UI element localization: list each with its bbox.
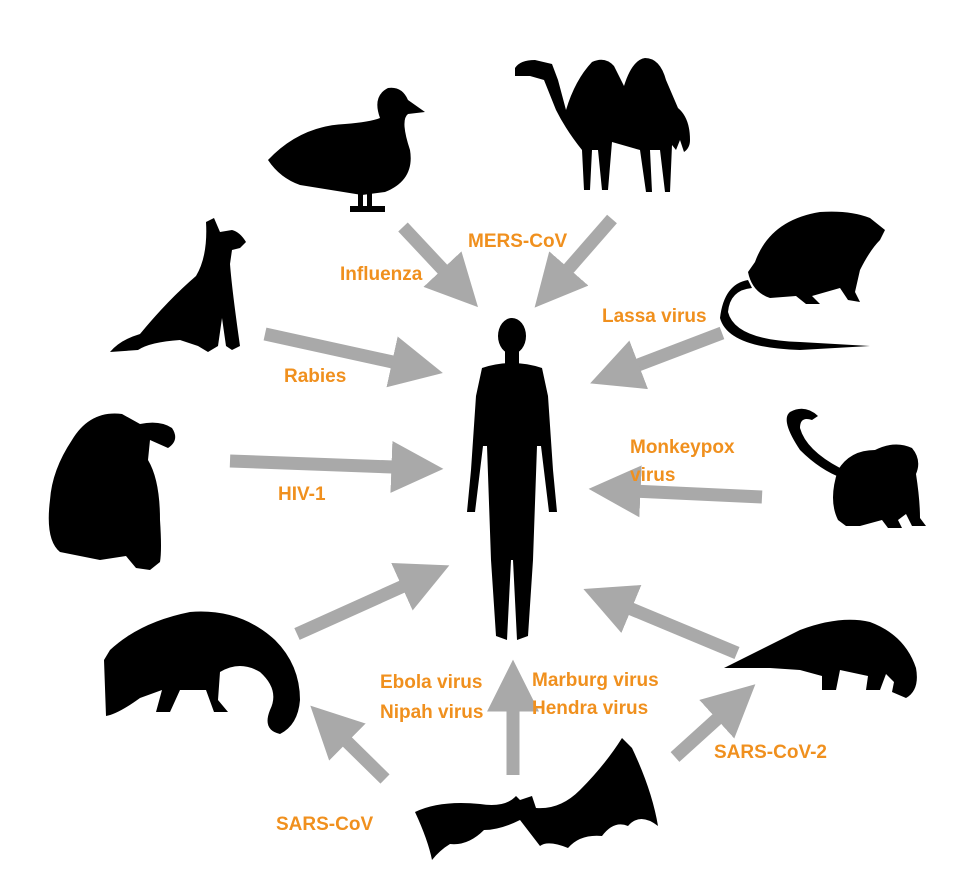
label-mers: MERS-CoV	[468, 231, 568, 252]
arrow-monkey-to-human	[588, 465, 763, 518]
arrow-bat-to-civet	[310, 705, 390, 784]
arrow-camel-to-human	[534, 214, 617, 308]
bat-icon	[415, 738, 658, 860]
label-sars-cov: SARS-CoV	[276, 814, 373, 835]
label-hiv: HIV-1	[278, 484, 326, 505]
arrow-pangolin-to-human	[583, 585, 740, 659]
arrow-bat-to-pangolin	[670, 684, 756, 762]
label-lassa: Lassa virus	[602, 306, 707, 327]
label-influenza: Influenza	[340, 264, 423, 285]
arrow-dog-to-human	[263, 327, 443, 388]
dog-icon	[110, 218, 246, 352]
arrow-chimp-to-human	[229, 440, 444, 493]
label-marburg: Marburg virus	[532, 670, 659, 691]
duck-icon	[268, 87, 425, 212]
human-icon	[467, 318, 557, 640]
label-nipah: Nipah virus	[380, 702, 483, 723]
pangolin-icon	[724, 619, 917, 698]
label-hendra: Hendra virus	[532, 698, 648, 719]
label-monkeypox-line1: Monkeypox	[630, 437, 735, 458]
label-sars-cov-2: SARS-CoV-2	[714, 742, 827, 763]
label-monkeypox-line2: virus	[630, 465, 675, 486]
camel-icon	[515, 58, 690, 192]
rat-icon	[720, 211, 885, 350]
label-ebola: Ebola virus	[380, 672, 482, 693]
arrow-civet-to-human	[294, 563, 450, 640]
label-rabies: Rabies	[284, 366, 346, 387]
civet-icon	[104, 611, 300, 734]
monkey-icon	[786, 408, 926, 528]
arrow-rat-to-human	[590, 326, 725, 390]
chimpanzee-icon	[48, 413, 176, 570]
arrow-duck-to-human	[398, 222, 478, 308]
